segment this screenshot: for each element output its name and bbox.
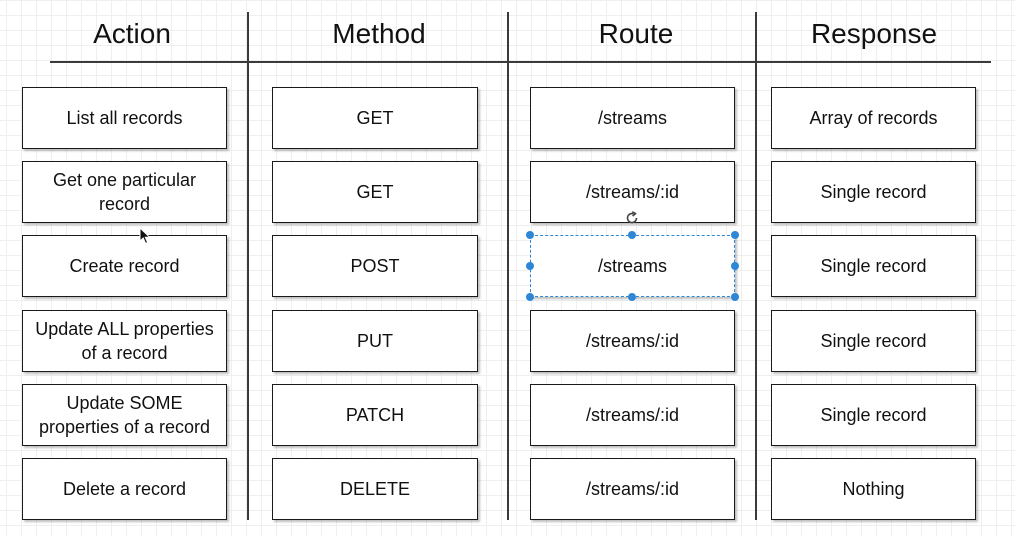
action-cell[interactable]: Update SOME properties of a record [22,384,227,446]
action-cell[interactable]: List all records [22,87,227,149]
action-cell[interactable]: Delete a record [22,458,227,520]
method-cell[interactable]: DELETE [272,458,478,520]
resize-handle-top[interactable] [628,231,636,239]
response-cell[interactable]: Nothing [771,458,976,520]
method-label: GET [356,182,394,202]
route-cell[interactable]: /streams/:id [530,384,735,446]
method-label: GET [356,108,394,128]
header-response: Response [810,18,938,49]
action-cell[interactable]: Get one particular record [22,161,227,223]
route-label: /streams/:id [585,479,680,499]
resize-handle-left[interactable] [526,262,534,270]
route-cell[interactable]: /streams [530,87,735,149]
action-label: List all records [66,108,183,128]
response-label: Single record [820,331,927,351]
resize-handle-top-left[interactable] [526,231,534,239]
mouse-pointer-icon [139,227,151,245]
action-label: Delete a record [62,479,187,499]
route-label: /streams [597,108,667,128]
header-action: Action [93,18,171,49]
action-label: Get one particular record [52,170,197,214]
resize-handle-right[interactable] [731,262,739,270]
rotate-handle-icon[interactable] [624,210,640,226]
response-cell[interactable]: Array of records [771,87,976,149]
response-label: Nothing [842,479,905,499]
method-cell[interactable]: GET [272,161,478,223]
route-label: /streams/:id [585,331,680,351]
route-cell[interactable]: /streams/:id [530,310,735,372]
column-divider-3 [755,12,757,520]
response-cell[interactable]: Single record [771,235,976,297]
action-label: Update SOME properties of a record [38,393,211,437]
resize-handle-bottom-right[interactable] [731,293,739,301]
route-label: /streams [597,256,667,276]
method-cell[interactable]: PATCH [272,384,478,446]
header-route: Route [598,18,674,49]
method-label: DELETE [339,479,411,499]
route-cell[interactable]: /streams/:id [530,458,735,520]
method-label: POST [350,256,400,276]
method-cell[interactable]: PUT [272,310,478,372]
resize-handle-bottom-left[interactable] [526,293,534,301]
action-label: Update ALL properties of a record [35,319,214,363]
route-label: /streams/:id [585,182,680,202]
route-label: /streams/:id [585,405,680,425]
header-method: Method [332,18,426,49]
method-label: PATCH [345,405,405,425]
action-cell[interactable]: Create record [22,235,227,297]
column-divider-2 [507,12,509,520]
response-label: Array of records [809,108,938,128]
action-cell[interactable]: Update ALL properties of a record [22,310,227,372]
response-label: Single record [820,405,927,425]
route-cell-selected[interactable]: /streams [530,235,735,297]
response-cell[interactable]: Single record [771,384,976,446]
action-label: Create record [69,256,180,276]
resize-handle-bottom[interactable] [628,293,636,301]
method-cell[interactable]: GET [272,87,478,149]
response-label: Single record [820,256,927,276]
response-cell[interactable]: Single record [771,161,976,223]
response-label: Single record [820,182,927,202]
method-label: PUT [357,331,393,351]
method-cell[interactable]: POST [272,235,478,297]
header-divider-line [50,61,991,63]
response-cell[interactable]: Single record [771,310,976,372]
resize-handle-top-right[interactable] [731,231,739,239]
column-divider-1 [247,12,249,520]
